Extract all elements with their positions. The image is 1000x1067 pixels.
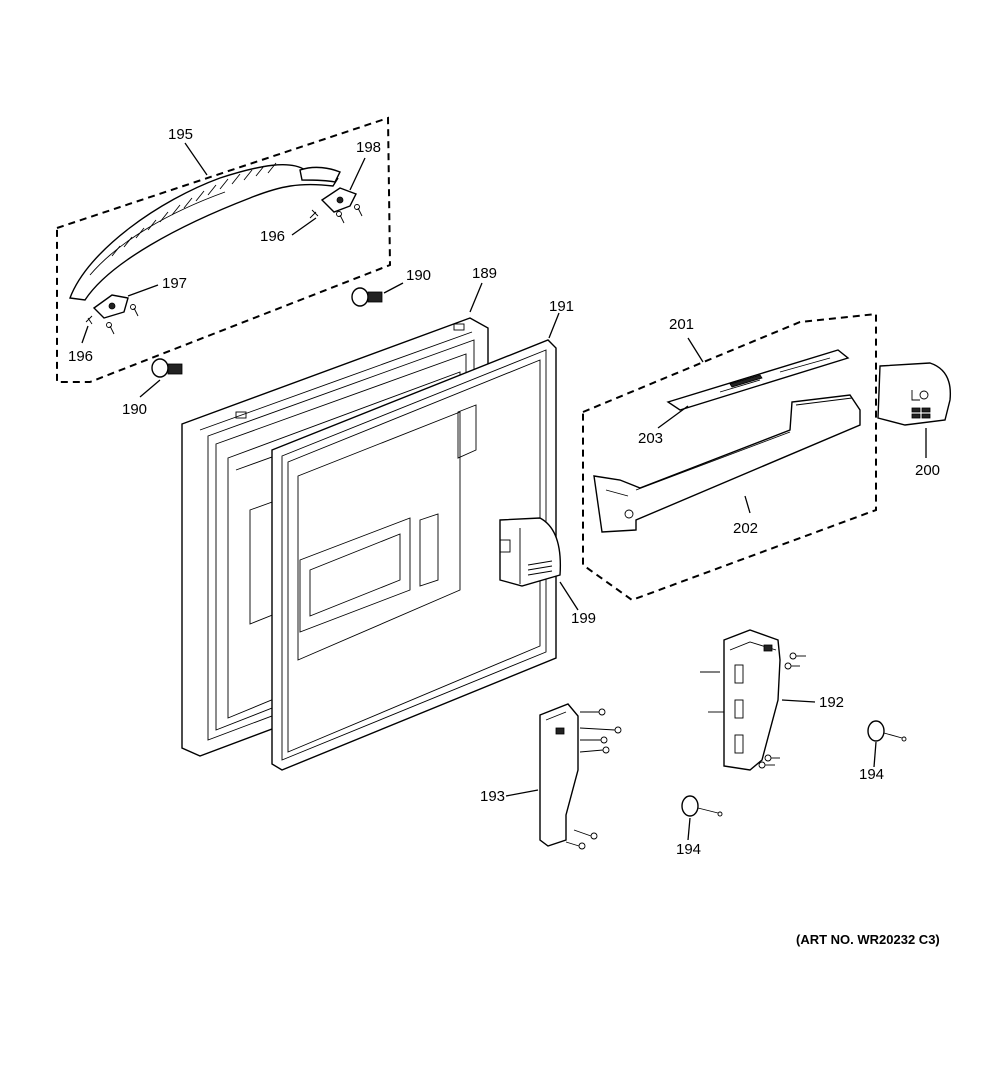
handle-mount-right — [309, 187, 363, 224]
callout-201: 201 — [669, 316, 694, 333]
callout-198: 198 — [356, 139, 381, 156]
door-bin-end-cap — [499, 517, 579, 611]
callout-190-lower: 190 — [122, 401, 147, 418]
shelf-assembly-group — [582, 312, 877, 602]
callout-203: 203 — [638, 430, 663, 447]
art-number: (ART NO. WR20232 C3) — [796, 932, 940, 947]
callout-189: 189 — [472, 265, 497, 282]
hinge-pin-plug-upper — [351, 282, 404, 307]
callout-190-upper: 190 — [406, 267, 431, 284]
callout-194-left: 194 — [676, 841, 701, 858]
handle-mount-left — [85, 294, 139, 335]
handle-assembly-group — [56, 116, 392, 383]
door-gasket — [271, 312, 560, 771]
callout-194-right: 194 — [859, 766, 884, 783]
callout-192: 192 — [819, 694, 844, 711]
hinge-pin-plug-lower — [139, 358, 183, 398]
shelf-group-outline — [582, 312, 877, 602]
callout-193: 193 — [480, 788, 505, 805]
handle-group-outline — [56, 116, 392, 383]
callout-196-lower: 196 — [68, 348, 93, 365]
callout-200: 200 — [915, 462, 940, 479]
callout-197: 197 — [162, 275, 187, 292]
door-shelf-bin — [593, 394, 861, 533]
callout-191: 191 — [549, 298, 574, 315]
callout-196-upper: 196 — [260, 228, 285, 245]
callout-202: 202 — [733, 520, 758, 537]
callout-195: 195 — [168, 126, 193, 143]
leveling-leg-left — [681, 795, 723, 841]
leveling-leg-right — [867, 720, 907, 768]
door-handle — [69, 162, 341, 301]
hinge-bracket-left — [505, 703, 622, 850]
shelf-trim-label — [666, 349, 850, 411]
callout-199: 199 — [571, 610, 596, 627]
hinge-bracket-right — [700, 629, 816, 771]
shelf-end-cap — [877, 362, 952, 458]
